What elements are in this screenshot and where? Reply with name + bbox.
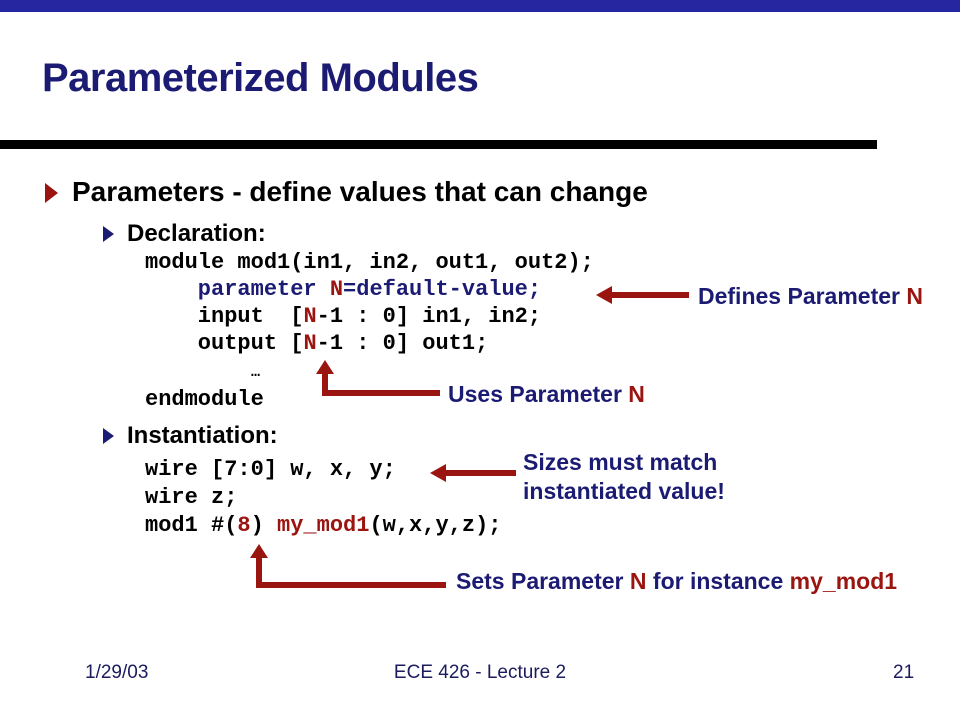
code-line: input [N-1 : 0] in1, in2; — [145, 304, 542, 329]
bullet-triangle-icon — [45, 183, 58, 203]
bullet-parameters-label: Parameters - define values that can chan… — [72, 176, 648, 207]
bullet-triangle-icon — [103, 226, 114, 242]
title-divider — [0, 140, 877, 149]
arrow-shaft-vertical — [322, 372, 328, 396]
page-title: Parameterized Modules — [42, 56, 479, 100]
arrow-left-icon — [596, 286, 612, 304]
bullet-instantiation-label: Instantiation: — [127, 422, 278, 449]
code-line: wire z; — [145, 485, 238, 510]
footer-course: ECE 426 - Lecture 2 — [393, 662, 567, 683]
sizes-annotation: Sizes must match instantiated value! — [523, 448, 725, 506]
top-accent-bar — [0, 0, 960, 12]
sizes-line-1: Sizes must match — [523, 449, 718, 475]
defines-parameter-annotation: Defines Parameter N — [698, 283, 924, 309]
code-line: endmodule — [145, 387, 264, 412]
code-line: parameter N=default-value; — [145, 277, 542, 302]
arrow-shaft-horizontal — [322, 390, 440, 396]
code-line: module mod1(in1, in2, out1, out2); — [145, 250, 594, 275]
bullet-triangle-icon — [103, 428, 114, 444]
code-declaration-block: module mod1(in1, in2, out1, out2); param… — [145, 249, 594, 413]
footer-date: 1/29/03 — [85, 662, 149, 683]
arrow-up-icon — [250, 544, 268, 558]
arrow-shaft — [610, 292, 689, 298]
sets-parameter-annotation: Sets Parameter N for instance my_mod1 — [456, 568, 898, 594]
arrow-left-icon — [430, 464, 446, 482]
uses-parameter-annotation: Uses Parameter N — [448, 381, 645, 407]
arrow-shaft-horizontal — [256, 582, 446, 588]
code-line: output [N-1 : 0] out1; — [145, 331, 489, 356]
arrow-shaft — [444, 470, 516, 476]
code-line: mod1 #(8) my_mod1(w,x,y,z); — [145, 513, 502, 538]
sizes-line-2: instantiated value! — [523, 478, 725, 504]
code-instantiation-block: wire [7:0] w, x, y; wire z; mod1 #(8) my_m… — [145, 456, 501, 540]
arrow-up-icon — [316, 360, 334, 374]
arrow-shaft-vertical — [256, 556, 262, 588]
footer-page-number: 21 — [893, 662, 915, 683]
code-line: wire [7:0] w, x, y; — [145, 457, 396, 482]
bullet-declaration-label: Declaration: — [127, 220, 266, 247]
code-line: … — [251, 364, 261, 381]
